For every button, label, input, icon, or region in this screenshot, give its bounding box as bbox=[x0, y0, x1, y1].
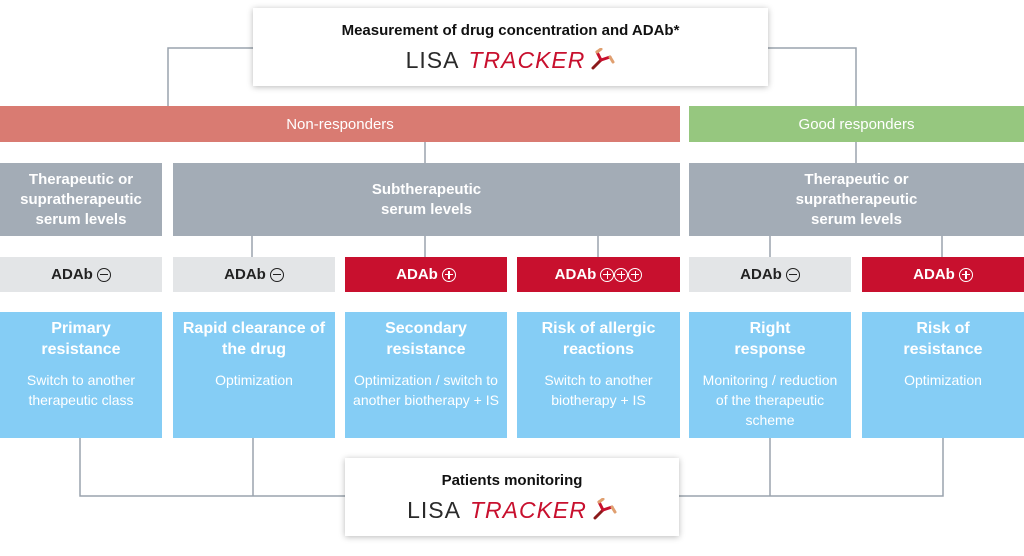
serum-box-right: Therapeutic or supratherapeutic serum le… bbox=[689, 163, 1024, 236]
bottom-title: Patients monitoring bbox=[441, 472, 583, 489]
serum-label-middle: Subtherapeutic serum levels bbox=[371, 180, 482, 218]
non-responders-band: Non-responders bbox=[0, 106, 680, 142]
plus-circle-icon bbox=[600, 267, 615, 282]
adab-label: ADAb bbox=[554, 266, 597, 283]
serum-box-left: Therapeutic or supratherapeutic serum le… bbox=[0, 163, 162, 236]
minus-circle-icon bbox=[96, 267, 111, 282]
outcome-title-2: Rapid clearance of the drug bbox=[182, 320, 326, 358]
serum-label-right: Therapeutic or supratherapeutic serum le… bbox=[795, 170, 918, 228]
outcome-desc-5: Monitoring / reduction of the therapeuti… bbox=[702, 372, 838, 428]
top-logo-tracker: TRACKER bbox=[468, 47, 586, 73]
adab-box-5: ADAb bbox=[689, 257, 851, 292]
adab-label: ADAb bbox=[396, 266, 438, 283]
adab-box-3: ADAb bbox=[345, 257, 507, 292]
good-responders-label: Good responders bbox=[798, 115, 915, 133]
plus-circle-icon bbox=[628, 267, 643, 282]
outcome-title-5: Right response bbox=[734, 320, 806, 358]
bottom-logo-lisa: LISA bbox=[407, 497, 461, 523]
outcome-box-3: Secondary resistance Optimization / swit… bbox=[345, 312, 507, 438]
adab-label: ADAb bbox=[740, 266, 782, 283]
outcome-title-3: Secondary resistance bbox=[385, 320, 467, 358]
adab-label: ADAb bbox=[913, 266, 955, 283]
antibody-icon bbox=[591, 47, 615, 69]
adab-label: ADAb bbox=[51, 266, 93, 283]
outcome-title-1: Primary resistance bbox=[41, 320, 121, 358]
top-title: Measurement of drug concentration and AD… bbox=[341, 22, 680, 39]
outcome-title-4: Risk of allergic reactions bbox=[541, 320, 656, 358]
minus-circle-icon bbox=[269, 267, 284, 282]
top-logo-box: Measurement of drug concentration and AD… bbox=[253, 8, 768, 86]
outcome-box-2: Rapid clearance of the drug Optimization bbox=[173, 312, 335, 438]
outcome-box-5: Right response Monitoring / reduction of… bbox=[689, 312, 851, 438]
plus-circle-icon bbox=[614, 267, 629, 282]
plus-circle-icon bbox=[958, 267, 973, 282]
non-responders-label: Non-responders bbox=[286, 115, 394, 133]
adab-box-4: ADAb bbox=[517, 257, 680, 292]
adab-label: ADAb bbox=[224, 266, 266, 283]
outcome-desc-6: Optimization bbox=[904, 372, 982, 388]
outcome-box-6: Risk of resistance Optimization bbox=[862, 312, 1024, 438]
serum-label-left: Therapeutic or supratherapeutic serum le… bbox=[20, 170, 142, 228]
adab-box-1: ADAb bbox=[0, 257, 162, 292]
outcome-box-4: Risk of allergic reactions Switch to ano… bbox=[517, 312, 680, 438]
minus-circle-icon bbox=[785, 267, 800, 282]
outcome-title-6: Risk of resistance bbox=[903, 320, 983, 358]
antibody-icon bbox=[593, 497, 617, 519]
adab-box-6: ADAb bbox=[862, 257, 1024, 292]
good-responders-band: Good responders bbox=[689, 106, 1024, 142]
bottom-logo-box: Patients monitoring LISA TRACKER bbox=[345, 458, 679, 536]
outcome-box-1: Primary resistance Switch to another the… bbox=[0, 312, 162, 438]
serum-box-middle: Subtherapeutic serum levels bbox=[173, 163, 680, 236]
outcome-desc-4: Switch to another biotherapy + IS bbox=[544, 372, 653, 408]
bottom-logo-tracker: TRACKER bbox=[469, 497, 587, 523]
plus-circle-icon bbox=[441, 267, 456, 282]
bottom-logo: LISA TRACKER bbox=[345, 497, 679, 524]
outcome-desc-2: Optimization bbox=[215, 372, 293, 388]
top-logo: LISA TRACKER bbox=[253, 47, 768, 74]
adab-box-2: ADAb bbox=[173, 257, 335, 292]
outcome-desc-1: Switch to another therapeutic class bbox=[26, 372, 136, 408]
outcome-desc-3: Optimization / switch to another biother… bbox=[353, 372, 499, 408]
top-logo-lisa: LISA bbox=[405, 47, 460, 73]
